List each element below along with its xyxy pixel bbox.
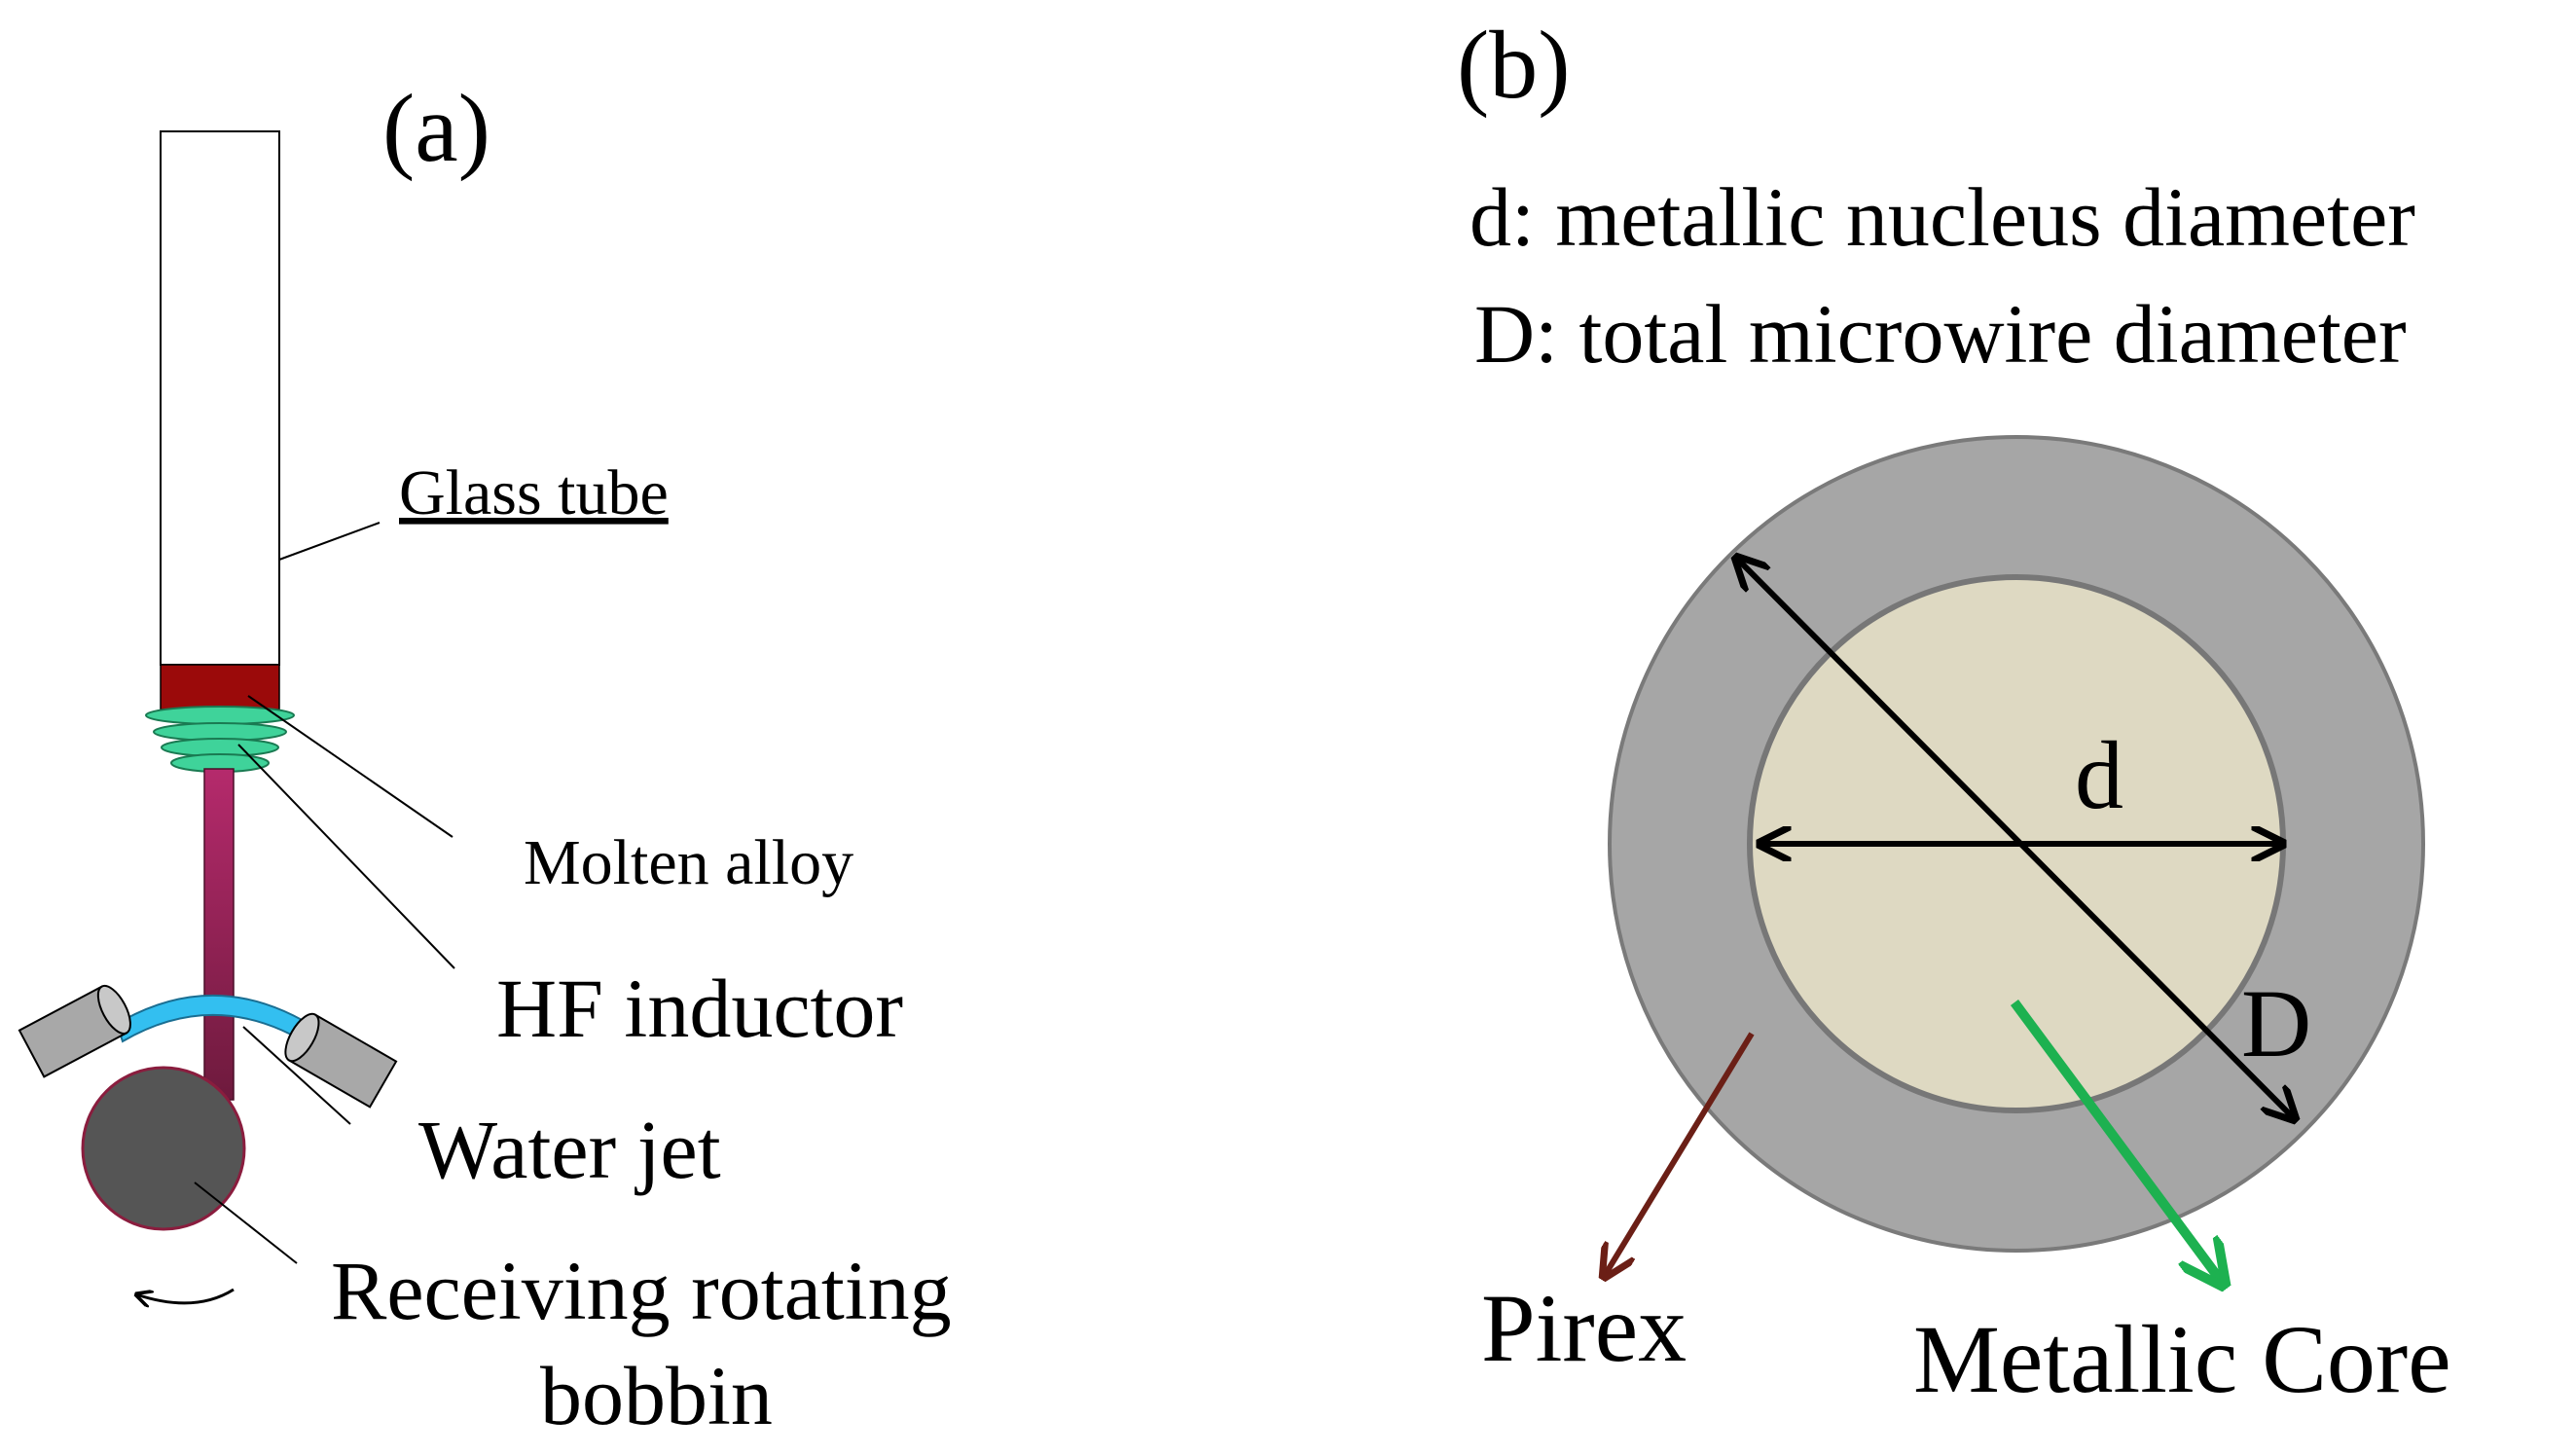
bobbin-label-line2: bobbin xyxy=(540,1349,773,1442)
d-definition: d: metallic nucleus diameter xyxy=(1469,170,2415,264)
d-label: d xyxy=(2075,721,2123,829)
molten-alloy-label: Molten alloy xyxy=(524,827,853,898)
hf-inductor-label: HF inductor xyxy=(496,962,903,1055)
water-jet-nozzle-right xyxy=(284,1012,398,1109)
panel-a: (a) xyxy=(18,74,952,1442)
glass-tube-label: Glass tube xyxy=(399,457,669,528)
hf-inductor-coil xyxy=(145,706,295,773)
molten-alloy-fill xyxy=(160,664,280,710)
metallic-core-pointer-arrow xyxy=(2010,1000,2224,1285)
rotation-arrow-icon xyxy=(136,1288,235,1303)
microwire-stream xyxy=(203,768,235,1101)
receiving-bobbin xyxy=(81,1066,246,1231)
glass-tube xyxy=(160,130,280,666)
D-dimension-arrow xyxy=(1736,558,2295,1119)
panel-b: (b) d: metallic nucleus diameter D: tota… xyxy=(1457,11,2451,1413)
D-label: D xyxy=(2241,969,2311,1077)
water-jet-nozzle-left xyxy=(18,984,131,1078)
water-jet-label: Water jet xyxy=(418,1103,721,1196)
metallic-core-label: Metallic Core xyxy=(1913,1305,2451,1413)
D-definition: D: total microwire diameter xyxy=(1474,287,2407,381)
pirex-label: Pirex xyxy=(1481,1274,1687,1382)
panel-a-leader-lines xyxy=(194,522,455,1264)
panel-b-label: (b) xyxy=(1457,11,1571,119)
bobbin-label-line1: Receiving rotating xyxy=(331,1244,952,1337)
panel-a-label: (a) xyxy=(382,74,490,182)
pirex-pointer-arrow xyxy=(1604,1032,1755,1277)
